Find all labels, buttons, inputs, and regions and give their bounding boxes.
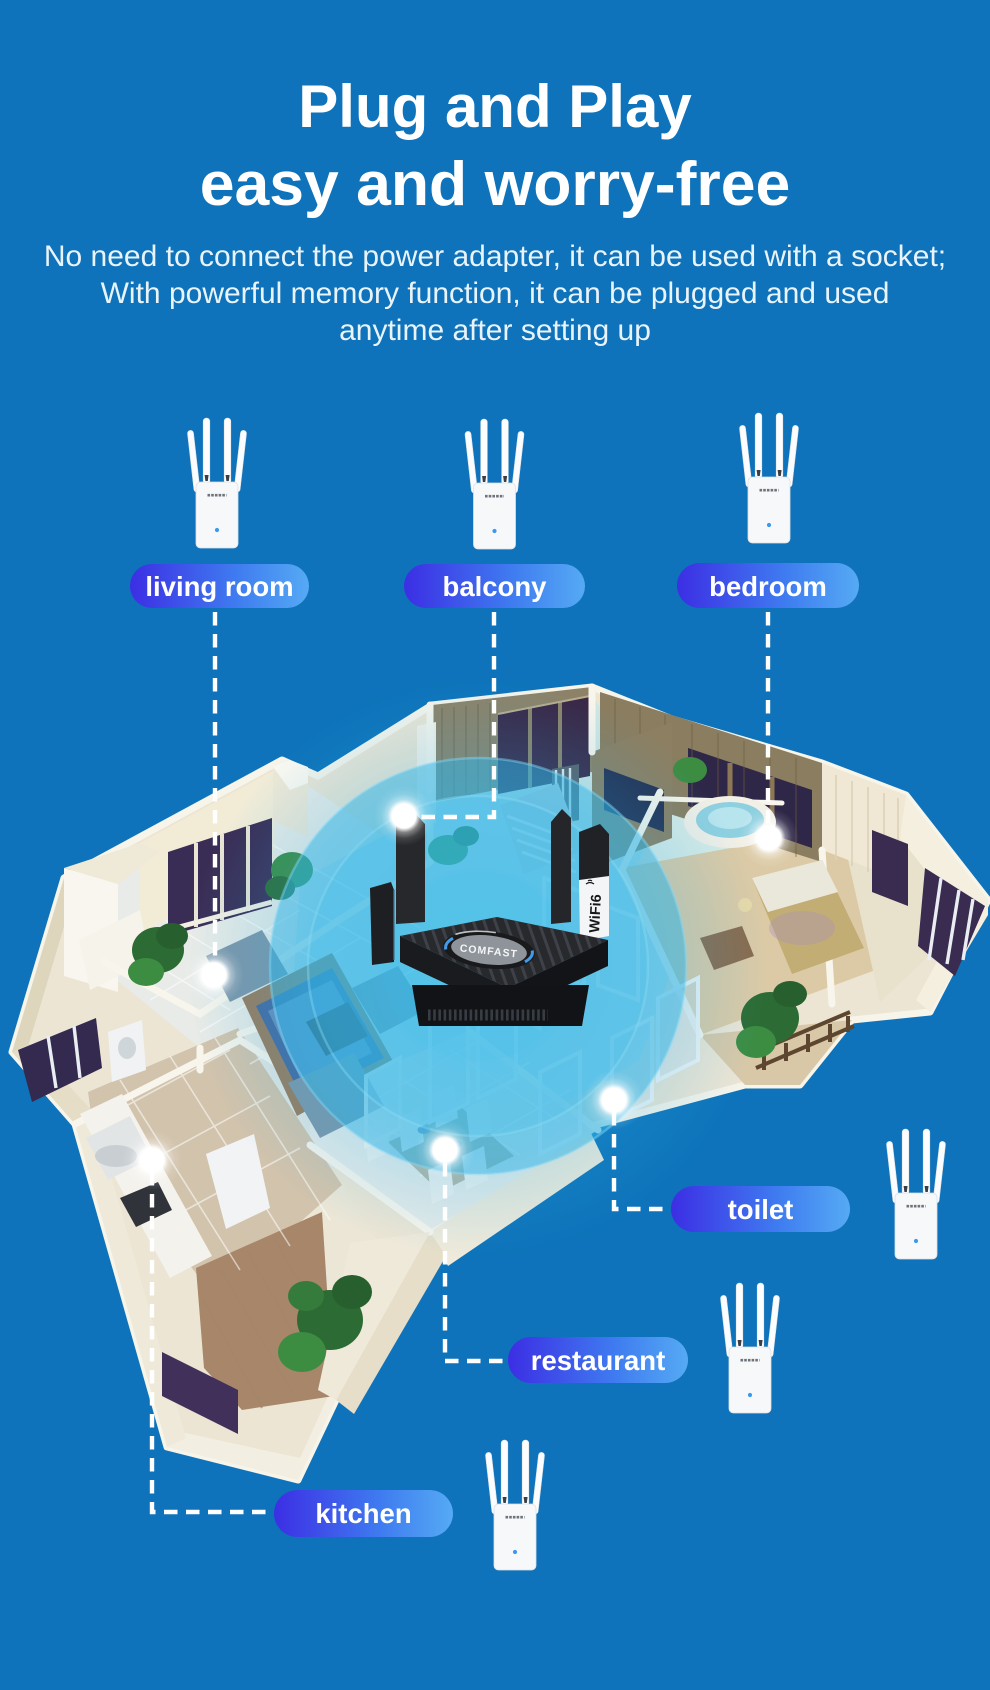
svg-text:With powerful memory function,: With powerful memory function, it can be…: [101, 277, 890, 310]
svg-text:WiFi6: WiFi6: [587, 894, 605, 933]
svg-text:Plug and Play: Plug and Play: [298, 73, 692, 140]
svg-text:No need to connect the power a: No need to connect the power adapter, it…: [44, 240, 946, 273]
svg-text:easy and worry-free: easy and worry-free: [200, 149, 791, 219]
svg-text:anytime after setting up: anytime after setting up: [339, 314, 651, 347]
svg-text:toilet: toilet: [728, 1194, 794, 1225]
svg-text:balcony: balcony: [443, 571, 548, 602]
svg-text:restaurant: restaurant: [531, 1345, 666, 1376]
svg-text:living room: living room: [145, 571, 293, 602]
svg-text:bedroom: bedroom: [709, 571, 827, 602]
svg-text:kitchen: kitchen: [315, 1498, 411, 1529]
